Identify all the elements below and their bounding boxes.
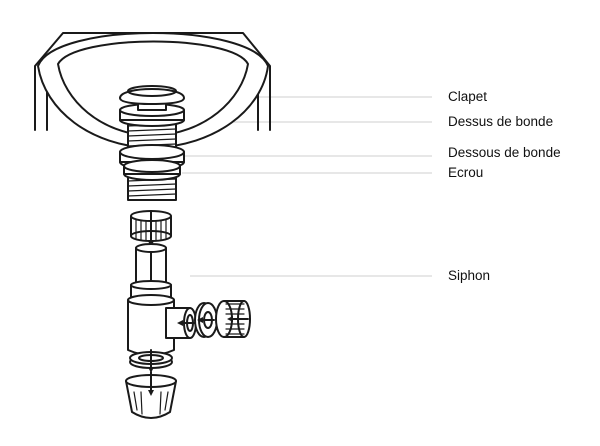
siphon-top-nut	[130, 210, 172, 247]
label-clapet: Clapet	[448, 89, 487, 104]
ecrou-part	[123, 159, 181, 181]
label-dessus-bonde: Dessus de bonde	[448, 114, 553, 129]
side-nut	[215, 300, 251, 338]
label-dessous-bonde: Dessous de bonde	[448, 145, 561, 160]
part-labels: Clapet Dessus de bonde Dessous de bonde …	[448, 89, 561, 283]
label-ecrou: Ecrou	[448, 165, 483, 180]
side-washer	[194, 302, 218, 338]
drain-assembly	[119, 85, 185, 201]
clapet-part	[119, 85, 185, 111]
dessus-bonde-part	[119, 103, 185, 127]
bottom-cup	[125, 371, 177, 419]
bottom-washer	[129, 349, 173, 373]
siphon-body	[127, 243, 203, 356]
label-siphon: Siphon	[448, 268, 490, 283]
